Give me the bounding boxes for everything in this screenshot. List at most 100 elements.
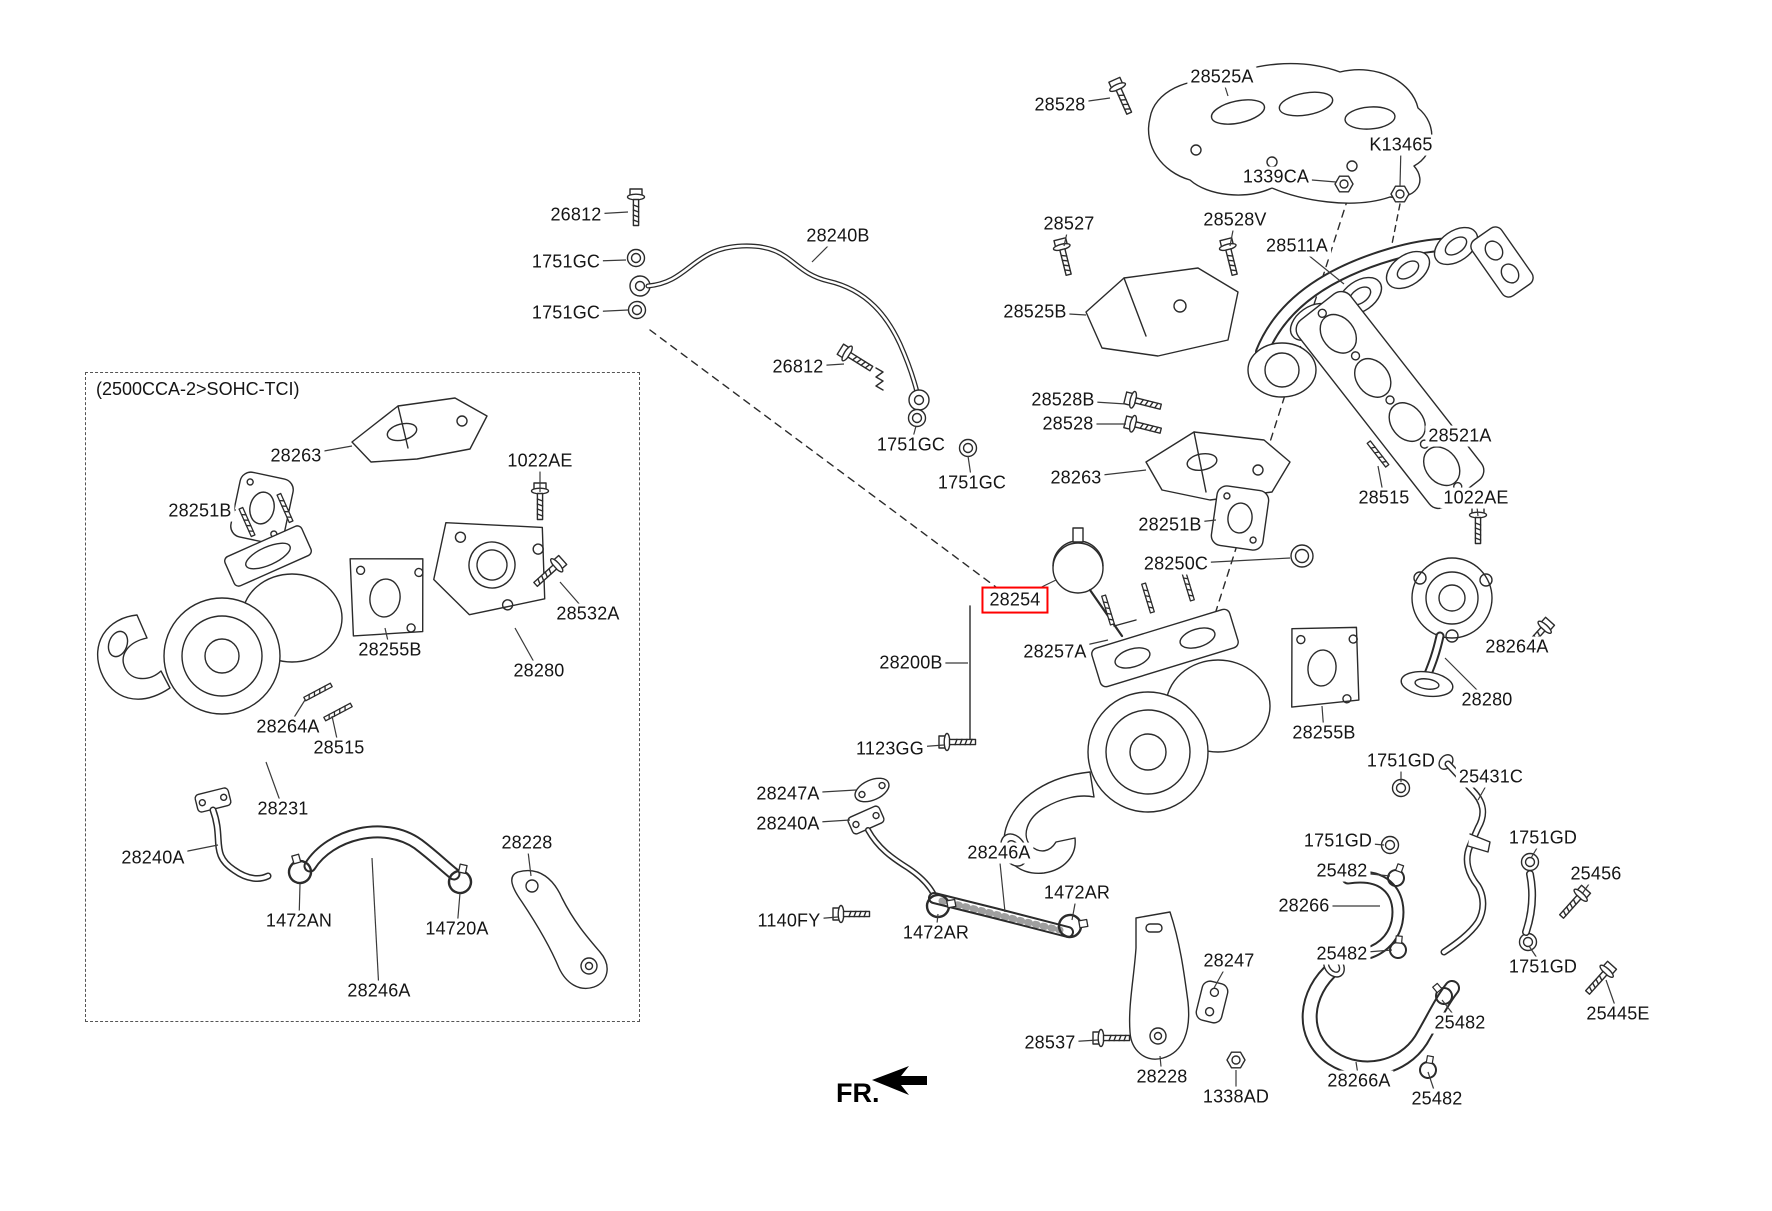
part-label[interactable]: 1751GC — [528, 302, 604, 324]
part-label[interactable]: 28240A — [753, 813, 823, 835]
part-label[interactable]: 28528V — [1200, 209, 1270, 231]
part-label[interactable]: 28200B — [876, 652, 946, 674]
oil-drain-pipe-28240A-drawing — [847, 805, 936, 896]
fr-label: FR. — [836, 1078, 880, 1108]
bracket-28228-left-drawing — [511, 869, 608, 989]
part-label[interactable]: 28246A — [344, 980, 414, 1002]
hose-28266-drawing — [1341, 870, 1405, 962]
part-label[interactable]: 28257A — [1020, 641, 1090, 663]
part-label[interactable]: 28525B — [1000, 301, 1070, 323]
part-label[interactable]: 28246A — [964, 842, 1034, 864]
assembly-dashed-line — [649, 329, 1009, 597]
actuator-28254-drawing — [1052, 527, 1137, 638]
part-label[interactable]: 1751GC — [934, 472, 1010, 494]
part-label[interactable]: K13465 — [1366, 134, 1436, 156]
assembly-dashed-line — [1207, 197, 1349, 637]
part-label[interactable]: 28255B — [1289, 722, 1359, 744]
part-label[interactable]: 25482 — [1313, 860, 1371, 882]
part-label[interactable]: 1751GD — [1505, 956, 1581, 978]
part-label[interactable]: 1339CA — [1239, 166, 1313, 188]
part-label[interactable]: 28528 — [1039, 413, 1097, 435]
oil-drain-pipe-left-drawing — [194, 787, 272, 882]
outlet-fitting-28280-right-drawing — [1400, 557, 1493, 698]
part-label[interactable]: 25445E — [1583, 1003, 1653, 1025]
part-label[interactable]: 28255B — [355, 639, 425, 661]
part-label[interactable]: 28247A — [753, 783, 823, 805]
part-label[interactable]: 28228 — [498, 832, 556, 854]
part-label[interactable]: 25482 — [1431, 1012, 1489, 1034]
part-label[interactable]: 28527 — [1040, 213, 1098, 235]
exhaust-manifold-28511A-drawing — [1247, 226, 1534, 398]
part-label[interactable]: 25482 — [1408, 1088, 1466, 1110]
part-label[interactable]: 28231 — [254, 798, 312, 820]
turbocharger-left-drawing — [96, 492, 353, 722]
part-label[interactable]: 28264A — [1482, 636, 1552, 658]
part-label[interactable]: 28247 — [1200, 950, 1258, 972]
part-label[interactable]: 14720A — [422, 918, 492, 940]
part-label[interactable]: 1751GC — [873, 434, 949, 456]
part-label[interactable]: 1751GD — [1505, 827, 1581, 849]
coolant-pipe-25431C-drawing — [1438, 754, 1491, 956]
part-label[interactable]: 25482 — [1313, 943, 1371, 965]
part-label[interactable]: 28228 — [1133, 1066, 1191, 1088]
part-label[interactable]: 28280 — [510, 660, 568, 682]
bracket-28228-drawing — [1128, 911, 1190, 1060]
part-label[interactable]: 28266A — [1324, 1070, 1394, 1092]
part-label[interactable]: 28263 — [267, 445, 325, 467]
part-label[interactable]: 28240A — [118, 847, 188, 869]
assembly-dashed-line — [1391, 203, 1401, 245]
part-label[interactable]: 25431C — [1455, 766, 1527, 788]
part-label[interactable]: 28528B — [1028, 389, 1098, 411]
part-label[interactable]: 1472AR — [1040, 882, 1114, 904]
gasket-28255B-left-drawing — [349, 558, 424, 637]
part-label[interactable]: 28251B — [165, 500, 235, 522]
part-label[interactable]: 28264A — [253, 716, 323, 738]
fr-direction-arrow-icon — [872, 1066, 927, 1095]
part-label[interactable]: 28515 — [310, 737, 368, 759]
flange-28280-left-drawing — [433, 521, 546, 616]
part-label[interactable]: 28525A — [1187, 66, 1257, 88]
bracket-28263-left-drawing — [351, 397, 488, 463]
part-label[interactable]: 1751GD — [1363, 750, 1439, 772]
variant-box — [85, 372, 640, 1022]
part-label[interactable]: 1140FY — [754, 910, 824, 932]
o-ring-28250C-drawing — [1290, 544, 1314, 568]
part-label[interactable]: 28511A — [1263, 235, 1331, 257]
part-label[interactable]: 28250C — [1140, 553, 1212, 575]
gasket-28247-drawing — [1195, 980, 1229, 1024]
part-label[interactable]: 1338AD — [1199, 1086, 1273, 1108]
part-label[interactable]: 26812 — [769, 356, 827, 378]
part-label[interactable]: 26812 — [547, 204, 605, 226]
heat-shield-28525B-drawing — [1085, 267, 1239, 357]
spring-icon — [875, 367, 884, 391]
hose-28246A-left-drawing — [303, 825, 461, 881]
coolant-tube-right-drawing — [1522, 870, 1537, 936]
part-label[interactable]: 28515 — [1355, 487, 1413, 509]
part-label-highlighted[interactable]: 28254 — [981, 586, 1049, 614]
part-label[interactable]: 1123GG — [853, 738, 927, 760]
part-label[interactable]: 28528 — [1031, 94, 1089, 116]
gasket-28255B-right-drawing — [1291, 626, 1360, 708]
part-label[interactable]: 1472AN — [262, 910, 336, 932]
part-label[interactable]: 1751GD — [1300, 830, 1376, 852]
part-label[interactable]: 1022AE — [504, 450, 576, 472]
part-label[interactable]: 1022AE — [1440, 487, 1512, 509]
part-label[interactable]: 1751GC — [528, 251, 604, 273]
gasket-28247A-drawing — [854, 777, 890, 803]
part-label[interactable]: 28251B — [1135, 514, 1205, 536]
part-label[interactable]: 28521A — [1425, 425, 1495, 447]
oil-feed-pipe-28240B-drawing — [645, 243, 930, 411]
part-label[interactable]: 28240B — [803, 225, 873, 247]
gasket-28251B-right-drawing — [1210, 485, 1270, 551]
part-label[interactable]: 28537 — [1021, 1032, 1079, 1054]
part-label[interactable]: 28266 — [1275, 895, 1333, 917]
part-label[interactable]: 28263 — [1047, 467, 1105, 489]
bracket-28263-right-drawing — [1145, 431, 1291, 501]
part-label[interactable]: 28280 — [1458, 689, 1516, 711]
part-label[interactable]: 1472AR — [899, 922, 973, 944]
part-label[interactable]: 25456 — [1567, 863, 1625, 885]
variant-note: (2500CCA-2>SOHC-TCI) — [96, 379, 300, 399]
part-label[interactable]: 28532A — [553, 603, 623, 625]
